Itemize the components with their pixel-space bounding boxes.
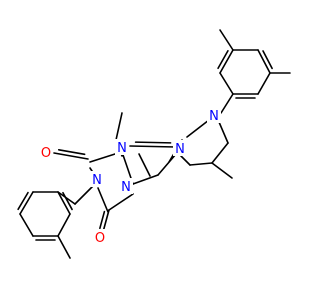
bond-line-double: [57, 148, 86, 156]
bond-line: [132, 174, 159, 185]
bond-line: [97, 187, 109, 213]
atom-label-text: N: [209, 109, 219, 124]
bond-line: [129, 145, 177, 148]
atom-label-n2: N: [207, 107, 221, 124]
atom-label-o2: O: [93, 229, 107, 246]
atom-label-layer: N N N N N O O: [39, 107, 221, 246]
bond-line: [189, 162, 213, 166]
bond-line: [220, 93, 234, 114]
bond-line: [108, 193, 134, 211]
molecule-svg: N N N N N O O: [17, 29, 291, 259]
bond-line: [219, 72, 234, 95]
atom-label-n3: N: [119, 178, 133, 195]
bond-line: [57, 213, 71, 237]
bond-line: [57, 235, 71, 259]
atom-label-text: N: [175, 142, 185, 157]
bond-line: [157, 153, 177, 176]
atom-label-text: O: [95, 231, 105, 246]
atom-label-text: N: [117, 141, 127, 156]
bond-line: [219, 49, 234, 74]
bond-line: [53, 152, 89, 160]
atom-label-text: N: [92, 173, 102, 188]
bond-line-double: [62, 191, 73, 211]
structure-diagram: N N N N N O O: [17, 29, 291, 259]
bond-line: [218, 121, 229, 144]
bond-line: [102, 209, 110, 233]
atom-label-text: N: [121, 180, 131, 195]
bond-line: [115, 112, 123, 141]
bond-line: [57, 191, 71, 215]
atom-label-n4: N: [173, 140, 187, 157]
bond-layer: [17, 29, 291, 259]
bond-line-double: [99, 210, 106, 230]
bond-line: [257, 72, 271, 95]
bond-line: [19, 191, 34, 215]
bond-line: [89, 153, 116, 163]
bond-line-double: [262, 50, 273, 70]
bond-line: [186, 119, 210, 138]
bond-line: [257, 49, 271, 74]
bond-line: [211, 142, 229, 164]
bond-line: [138, 153, 151, 177]
atom-label-n1: N: [115, 139, 129, 156]
bond-line: [180, 155, 191, 166]
bond-line: [19, 213, 34, 237]
bond-line-double: [134, 141, 172, 144]
bond-line: [219, 29, 234, 51]
atom-label-text: O: [41, 146, 51, 161]
bond-line-double: [217, 49, 229, 70]
bond-line-double: [17, 191, 29, 211]
atom-label-o1: O: [39, 144, 53, 161]
bond-line: [211, 162, 233, 179]
bond-line: [74, 185, 94, 205]
atom-label-n5: N: [90, 171, 104, 188]
